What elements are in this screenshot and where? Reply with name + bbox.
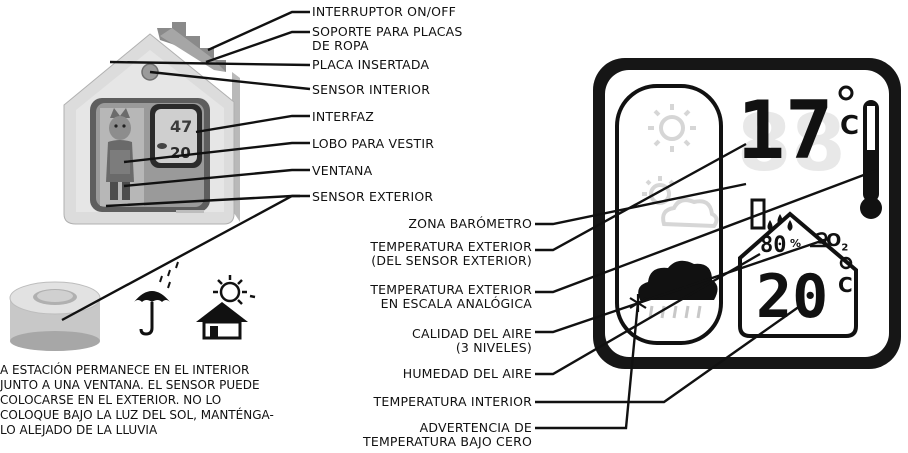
outdoor-temp-unit: C: [840, 112, 859, 140]
mini-lcd-value: 20: [170, 144, 191, 162]
outdoor-temp-value: 17: [737, 88, 833, 174]
outdoor-sensor-device: [10, 282, 100, 351]
label-humidity: HUMEDAD DEL AIRE: [403, 367, 532, 381]
label-outdoor-sensor: SENSOR EXTERIOR: [312, 190, 433, 204]
label-barometer: ZONA BARÓMETRO: [408, 217, 532, 231]
label-outdoor-temp-2: (DEL SENSOR EXTERIOR): [371, 254, 532, 268]
label-air-quality-2: (3 NIVELES): [456, 341, 532, 355]
humidity-unit: %: [790, 238, 801, 250]
label-air-quality-1: CALIDAD DEL AIRE: [412, 327, 532, 341]
co2-o: O: [826, 230, 841, 251]
wolf-figure: [100, 108, 144, 206]
label-interface: INTERFAZ: [312, 110, 374, 124]
label-indoor-temp: TEMPERATURA INTERIOR: [374, 395, 532, 409]
label-inserted-plate: PLACA INSERTADA: [312, 58, 429, 72]
label-switch: INTERRUPTOR ON/OFF: [312, 5, 456, 19]
label-analog-temp-2: EN ESCALA ANALÓGICA: [381, 297, 532, 311]
weather-station-device: 47 20: [64, 22, 240, 224]
co2-symbol: O2: [826, 231, 848, 259]
label-wolf: LOBO PARA VESTIR: [312, 137, 434, 151]
co2-sub: 2: [841, 243, 848, 254]
indoor-temp-unit: C: [838, 274, 853, 296]
label-indoor-sensor: SENSOR INTERIOR: [312, 83, 430, 97]
label-clothes-holder-1: SOPORTE PARA PLACAS: [312, 25, 463, 39]
label-analog-temp-1: TEMPERATURA EXTERIOR: [370, 283, 532, 297]
label-outdoor-temp-1: TEMPERATURA EXTERIOR: [370, 240, 532, 254]
thermometer-icon: [860, 100, 882, 219]
label-frost-warning-1: ADVERTENCIA DE: [420, 421, 532, 435]
label-frost-warning-2: TEMPERATURA BAJO CERO: [363, 435, 532, 449]
placement-note: A ESTACIÓN PERMANECE EN EL INTERIOR JUNT…: [0, 363, 274, 438]
indoor-temp-value: 20: [756, 264, 828, 330]
umbrella-rain-icon: [134, 262, 178, 334]
humidity-value: 80: [760, 234, 787, 258]
svg-text:47: 47: [170, 117, 192, 136]
label-window: VENTANA: [312, 164, 372, 178]
label-clothes-holder-2: DE ROPA: [312, 39, 369, 53]
house-sun-icon: [196, 275, 255, 338]
